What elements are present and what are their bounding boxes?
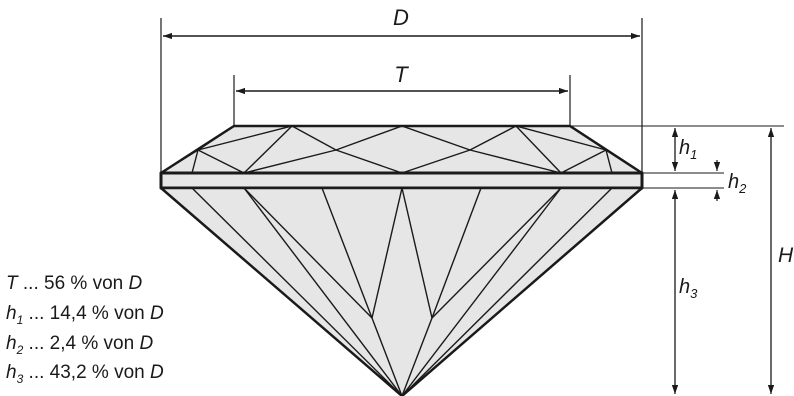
diamond-shape xyxy=(159,124,644,396)
girdle xyxy=(159,171,644,190)
label-t: T xyxy=(394,62,409,87)
label-h3: h3 xyxy=(679,276,698,301)
label-h: H xyxy=(778,244,794,267)
legend-item-h1: h1 ... 14,4 % von D xyxy=(6,302,246,332)
legend-subscript: 3 xyxy=(16,372,24,387)
legend-ref: D xyxy=(150,362,164,384)
crown-facets xyxy=(160,125,643,174)
label-d: D xyxy=(393,5,409,30)
label-h1: h1 xyxy=(679,137,697,162)
legend-symbol: h xyxy=(6,332,17,354)
dimension-t xyxy=(233,75,571,126)
legend-text: ... 56 % von xyxy=(17,273,129,294)
legend-text: ... 43,2 % von xyxy=(23,362,151,384)
dimension-d xyxy=(160,18,643,173)
legend-symbol: T xyxy=(6,273,18,294)
legend-item-h3: h3 ... 43,2 % von D xyxy=(6,361,246,391)
legend-subscript: 1 xyxy=(16,312,24,327)
legend-item-h2: h2 ... 2,4 % von D xyxy=(6,332,246,362)
pavilion-facets xyxy=(191,187,613,396)
legend-text: ... 2,4 % von xyxy=(23,332,140,354)
crown xyxy=(159,124,644,175)
label-h2: h2 xyxy=(728,171,747,196)
legend-symbol: h xyxy=(6,362,17,384)
legend-text: ... 14,4 % von xyxy=(23,302,151,324)
legend-ref: D xyxy=(139,332,154,354)
legend-item-t: T ... 56 % von D xyxy=(6,272,246,302)
legend-symbol: h xyxy=(6,302,17,324)
legend-ref: D xyxy=(128,273,143,294)
extension-lines xyxy=(570,125,784,189)
legend-subscript: 2 xyxy=(16,342,24,357)
proportions-legend: T ... 56 % von D h1 ... 14,4 % von D h2 … xyxy=(6,272,246,391)
legend-ref: D xyxy=(150,302,164,324)
